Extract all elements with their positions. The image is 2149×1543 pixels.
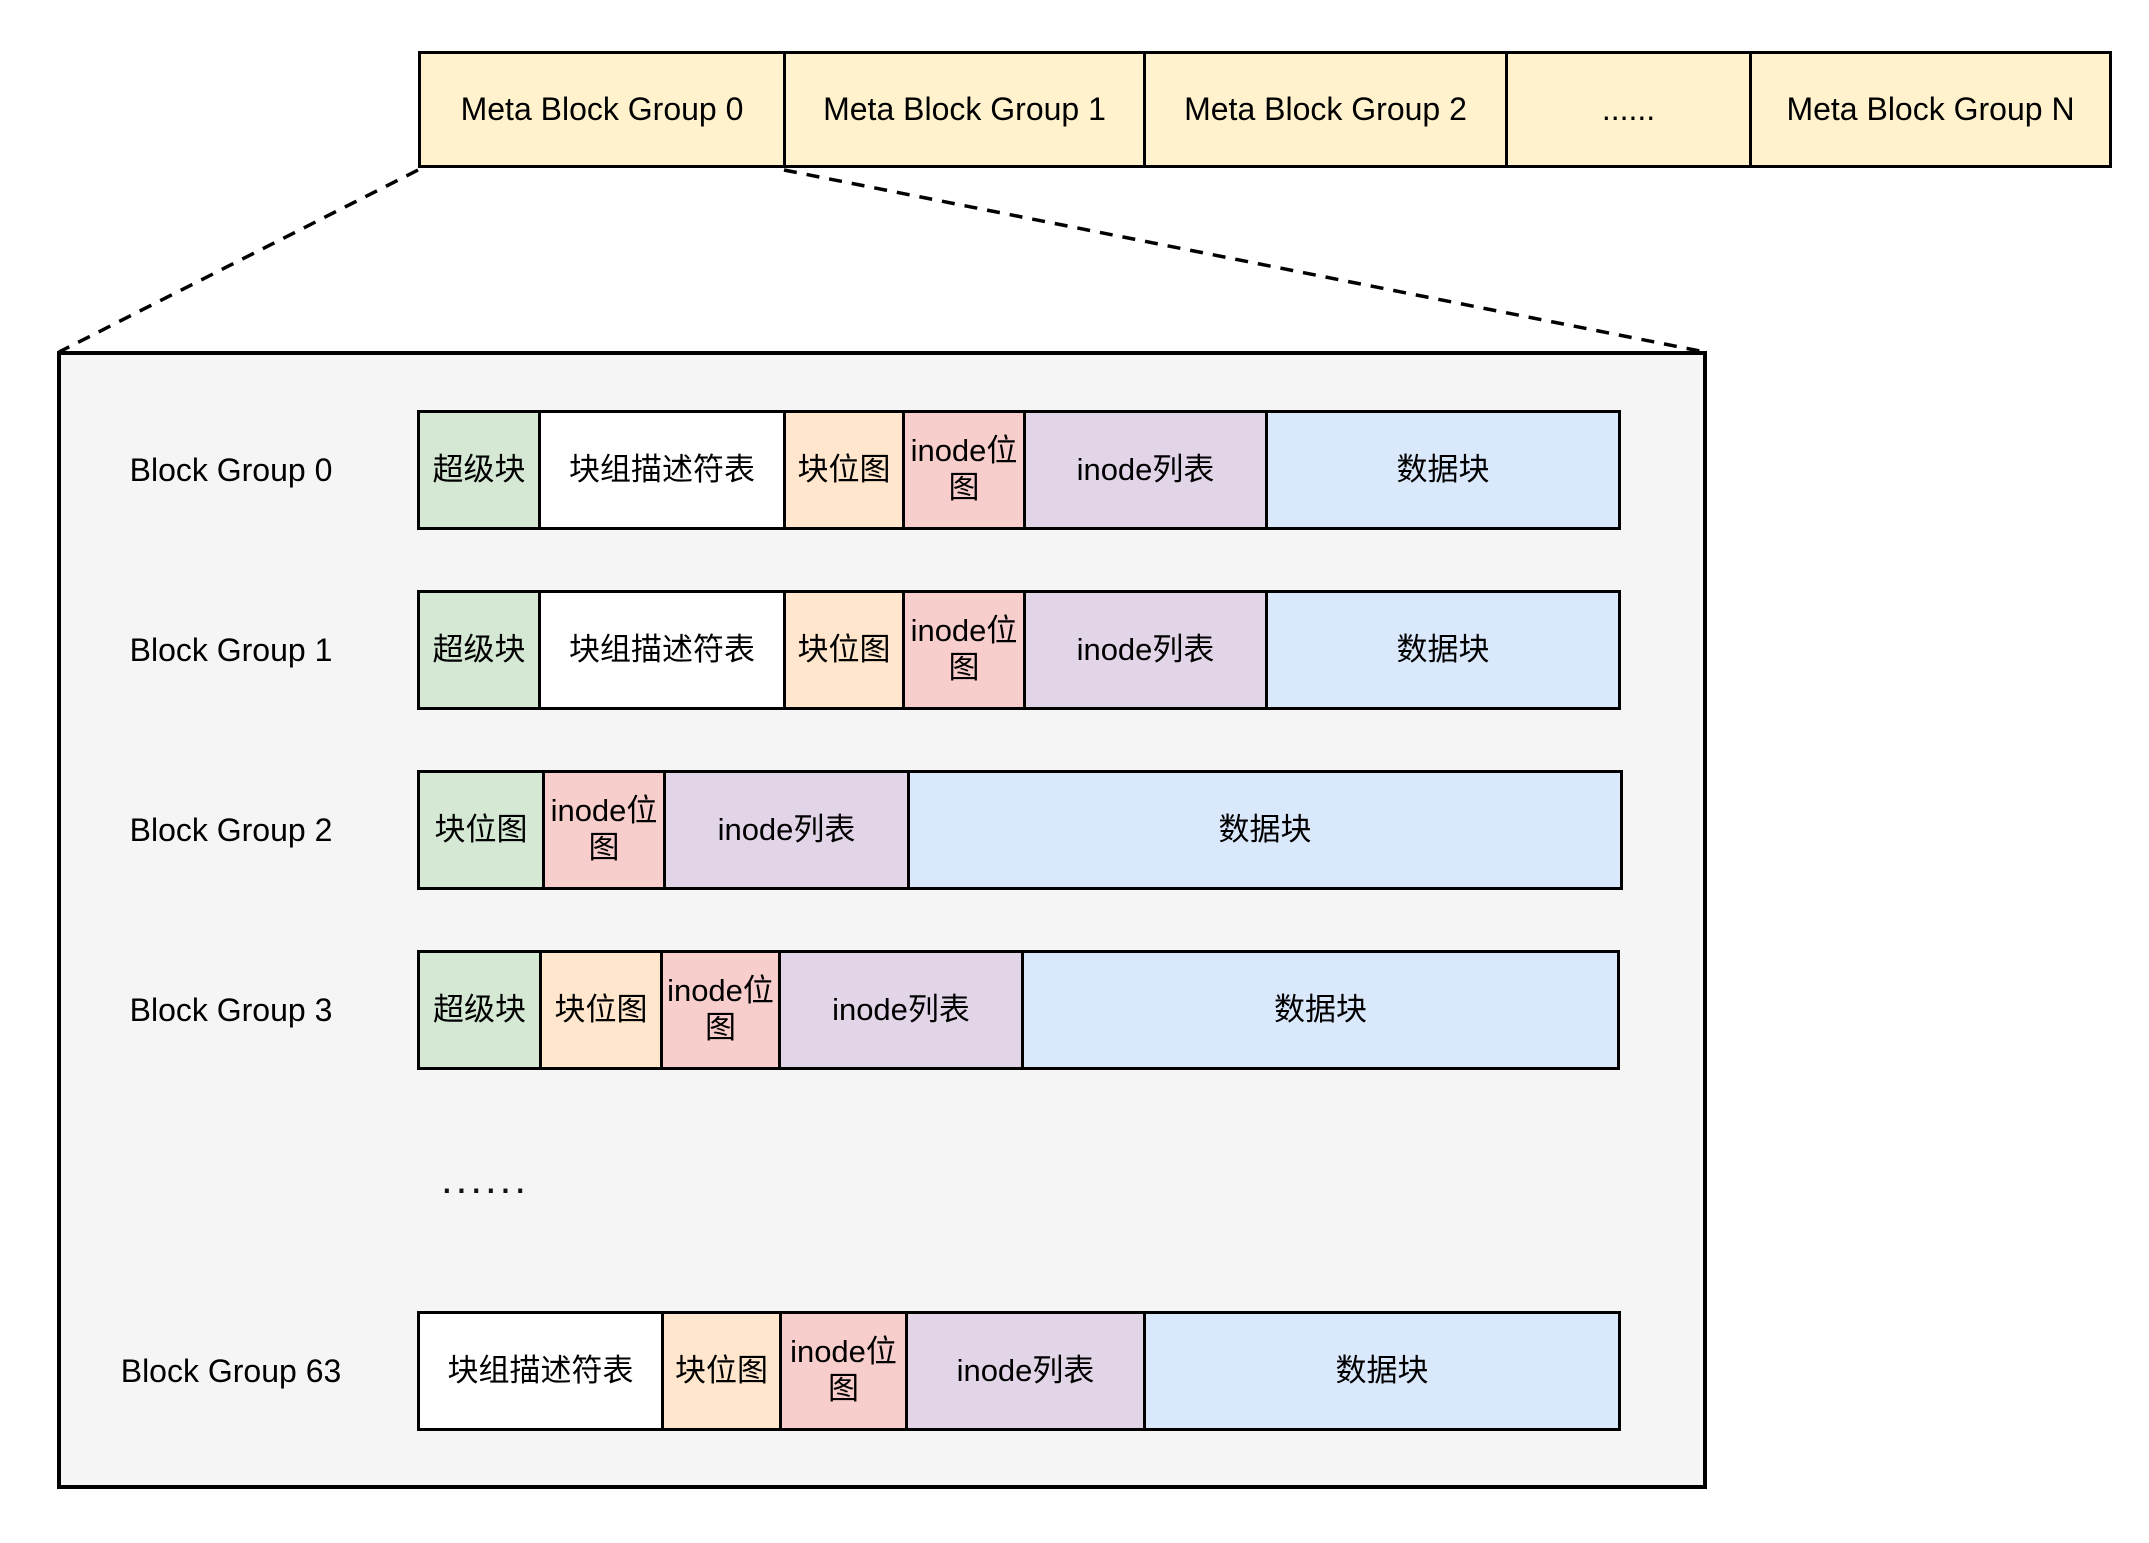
block-segment-purple: inode列表 — [905, 1311, 1146, 1431]
block-segment-green: 超级块 — [417, 950, 542, 1070]
block-segment-blue: 数据块 — [1265, 410, 1621, 530]
block-group-label: Block Group 2 — [129, 811, 333, 848]
block-group-label: Block Group 0 — [129, 451, 333, 488]
block-segment-purple: inode列表 — [663, 770, 910, 890]
panel-ellipsis: ...... — [441, 1155, 530, 1202]
block-segment-green: 超级块 — [417, 410, 541, 530]
block-segment-orange: 块位图 — [783, 410, 905, 530]
meta-block-group-cell-4: Meta Block Group N — [1749, 51, 2112, 168]
block-segment-purple: inode列表 — [1023, 590, 1268, 710]
meta-block-group-cell-2: Meta Block Group 2 — [1143, 51, 1508, 168]
block-segment-white: 块组描述符表 — [538, 410, 786, 530]
block-segment-pink: inode位图 — [542, 770, 666, 890]
meta-block-group-cell-3: ...... — [1505, 51, 1752, 168]
meta-block-group-cell-0: Meta Block Group 0 — [418, 51, 786, 168]
block-group-label: Block Group 3 — [129, 991, 333, 1028]
dashed-line-right — [783, 168, 1706, 354]
dashed-line-left — [58, 168, 419, 354]
block-segment-green: 块位图 — [417, 770, 545, 890]
block-segment-orange: 块位图 — [661, 1311, 782, 1431]
block-segment-pink: inode位图 — [902, 590, 1026, 710]
block-segment-blue: 数据块 — [907, 770, 1623, 890]
block-segment-white: 块组描述符表 — [417, 1311, 664, 1431]
block-segment-orange: 块位图 — [783, 590, 905, 710]
block-segment-purple: inode列表 — [1023, 410, 1268, 530]
block-segment-orange: 块位图 — [539, 950, 663, 1070]
block-segment-blue: 数据块 — [1265, 590, 1621, 710]
block-segment-white: 块组描述符表 — [538, 590, 786, 710]
block-segment-green: 超级块 — [417, 590, 541, 710]
block-segment-pink: inode位图 — [660, 950, 781, 1070]
block-group-label: Block Group 63 — [120, 1352, 342, 1389]
block-segment-pink: inode位图 — [779, 1311, 908, 1431]
meta-block-group-cell-1: Meta Block Group 1 — [783, 51, 1146, 168]
block-segment-blue: 数据块 — [1021, 950, 1620, 1070]
block-group-label: Block Group 1 — [129, 631, 333, 668]
block-segment-blue: 数据块 — [1143, 1311, 1621, 1431]
block-segment-pink: inode位图 — [902, 410, 1026, 530]
block-segment-purple: inode列表 — [778, 950, 1024, 1070]
